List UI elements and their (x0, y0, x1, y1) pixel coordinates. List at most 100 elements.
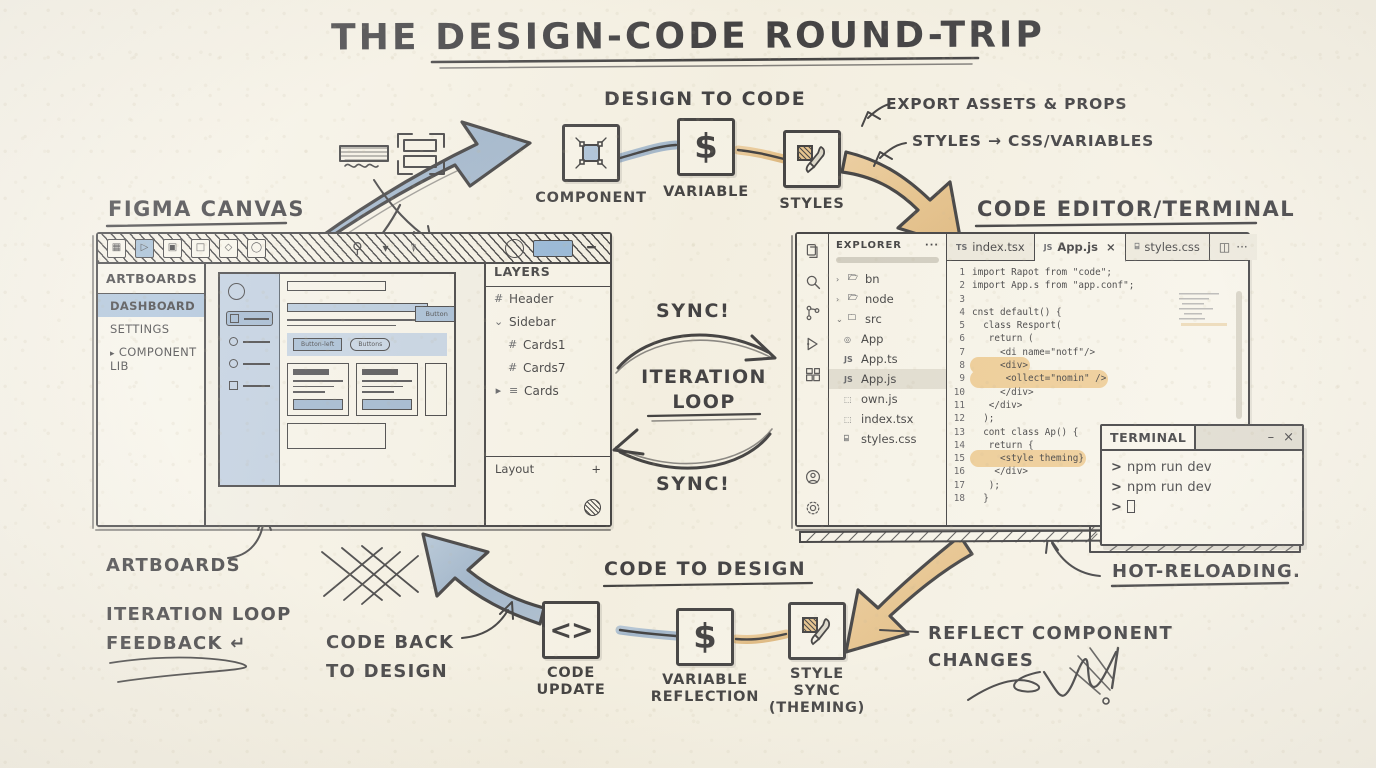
more-actions-icon[interactable]: ··· (1236, 240, 1248, 254)
color-swatch[interactable] (533, 239, 573, 257)
terminal-titlebar[interactable]: TERMINAL – × (1102, 426, 1302, 451)
figma-canvas-area[interactable]: Button-left Buttons Button (206, 264, 486, 525)
run-debug-icon[interactable] (805, 336, 821, 352)
line-number: 11 (953, 399, 965, 411)
terminal-title: TERMINAL (1110, 430, 1187, 445)
code-chevrons-icon: <> (549, 614, 593, 646)
cursor-tool-icon[interactable]: ▷ (135, 238, 154, 258)
node-component[interactable]: COMPONENT (535, 124, 646, 206)
file-item-own-js[interactable]: ⬚ own.js (829, 389, 946, 409)
node-styles[interactable]: STYLES (779, 130, 844, 212)
line-number: 12 (953, 413, 965, 425)
figma-toolbar[interactable]: ▦ ▷ ▣ □ ◇ ◯ ⚲ ▾ ⍒ ━ (98, 234, 610, 264)
file-item-app[interactable]: ◎ App (829, 329, 946, 349)
layer-item-cards[interactable]: ▸ ≡ Cards (486, 379, 610, 402)
more-actions-icon[interactable]: ··· (924, 240, 939, 251)
figma-canvas-window[interactable]: ▦ ▷ ▣ □ ◇ ◯ ⚲ ▾ ⍒ ━ ARTBOARDS DASHBOARD … (96, 232, 612, 527)
file-item-node[interactable]: › 🗁 node (829, 289, 946, 309)
frame-tool-icon[interactable]: ▦ (107, 238, 126, 258)
node-variable[interactable]: $ VARIABLE (663, 118, 748, 200)
layers-panel-title: LAYERS (486, 264, 610, 287)
minus-icon[interactable]: ━ (587, 240, 596, 256)
terminal-drag-area[interactable]: – × (1194, 426, 1302, 449)
close-icon[interactable]: × (1105, 240, 1116, 254)
terminal-output[interactable]: >npm run dev >npm run dev > (1102, 451, 1302, 525)
split-editor-icon[interactable]: ◫ (1218, 240, 1231, 254)
file-item-bn[interactable]: › 🗁 bn (829, 269, 946, 289)
minimize-icon[interactable]: – (1267, 430, 1275, 445)
close-icon[interactable]: × (1283, 430, 1294, 445)
resize-grip-icon[interactable] (584, 499, 601, 516)
tab-app-js[interactable]: JS App.js × (1034, 234, 1126, 262)
mockup-card-grid (287, 363, 447, 416)
gear-icon[interactable] (805, 500, 821, 516)
mockup-button-row: Button-left Buttons (287, 333, 447, 357)
layer-item-header[interactable]: # Header (486, 287, 610, 310)
tab-styles-css[interactable]: ⌸ styles.css (1125, 234, 1210, 260)
layer-item-sidebar[interactable]: ⌄ Sidebar (486, 310, 610, 333)
files-icon[interactable] (805, 243, 821, 259)
file-item-app-ts[interactable]: JS App.ts (829, 349, 946, 369)
extensions-icon[interactable] (805, 367, 821, 383)
layers-footer: Layout + (486, 456, 610, 481)
explorer-panel[interactable]: EXPLORER ··· › 🗁 bn › 🗁 node ⌄ 🗀 src ◎ A… (829, 234, 947, 525)
code-line: 12 ); (951, 412, 1248, 425)
activity-bar[interactable] (797, 234, 829, 525)
add-layout-button[interactable]: + (591, 462, 601, 476)
tab-index-tsx[interactable]: TS index.tsx (947, 234, 1035, 260)
editor-tabs[interactable]: TS index.tsx JS App.js × ⌸ styles.css ◫ … (947, 234, 1257, 262)
mockup-nav-item (226, 357, 273, 370)
layer-item-cards7[interactable]: # Cards7 (486, 356, 610, 379)
minimap[interactable] (1179, 291, 1231, 333)
title-underline (430, 56, 980, 64)
node-code-update[interactable]: <> CODE UPDATE (536, 601, 605, 698)
tab-label: index.tsx (972, 240, 1025, 254)
node-variable-reflection[interactable]: $ VARIABLE REFLECTION (651, 608, 758, 705)
dollar-sign-icon: $ (694, 127, 718, 167)
pen-tool-icon[interactable]: ◇ (219, 238, 238, 258)
mockup-footer-block (287, 422, 387, 449)
file-label: src (865, 312, 882, 326)
hand-tool-icon[interactable]: ⍒ (410, 241, 417, 255)
line-number: 5 (959, 320, 965, 332)
search-icon[interactable]: ⚲ (352, 238, 363, 257)
line-number: 14 (953, 439, 965, 451)
artboard-item-component-lib[interactable]: COMPONENT LIB (98, 340, 204, 377)
code-line: 17 ); (951, 479, 1248, 492)
mockup-nav-item (226, 311, 273, 326)
scrollbar[interactable] (1236, 291, 1242, 419)
file-type-icon: ◎ (844, 334, 851, 344)
layer-item-cards1[interactable]: # Cards1 (486, 333, 610, 356)
code-editor-window[interactable]: EXPLORER ··· › 🗁 bn › 🗁 node ⌄ 🗀 src ◎ A… (795, 232, 1257, 527)
node-style-sync[interactable]: STYLE SYNC (THEMING) (769, 602, 864, 716)
search-icon[interactable] (805, 274, 821, 290)
chevron-down-icon[interactable]: ▾ (382, 241, 389, 255)
file-item-src[interactable]: ⌄ 🗀 src (829, 309, 946, 329)
shape-tool-icon[interactable]: ◯ (247, 238, 266, 258)
code-line-highlighted: 9 <ollect="nomin" /> (951, 372, 1248, 386)
file-item-styles-css[interactable]: ⌸ styles.css (829, 429, 946, 449)
terminal-window[interactable]: TERMINAL – × >npm run dev >npm run dev > (1100, 424, 1304, 546)
file-item-app-js[interactable]: JS App.js (829, 369, 946, 389)
line-text: <di name="notf"/> (972, 346, 1096, 358)
file-label: styles.css (861, 432, 917, 446)
code-area[interactable]: TS index.tsx JS App.js × ⌸ styles.css ◫ … (947, 234, 1257, 525)
line-number: 2 (959, 280, 965, 292)
redacted-path-bar (836, 257, 939, 263)
scale-tool-icon[interactable]: ▣ (163, 238, 182, 258)
chevron-right-icon: › (836, 274, 840, 284)
file-type-icon: ⬚ (844, 414, 852, 424)
account-icon[interactable] (805, 469, 821, 485)
tab-actions[interactable]: ◫ ··· (1209, 234, 1257, 260)
artboard-item-settings[interactable]: SETTINGS (110, 322, 170, 336)
line-number: 17 (953, 479, 965, 491)
avatar-icon[interactable] (505, 238, 524, 258)
file-item-index-tsx[interactable]: ⬚ index.tsx (829, 409, 946, 429)
rectangle-tool-icon[interactable]: □ (191, 238, 210, 258)
artboard-item-dashboard[interactable]: DASHBOARD (98, 294, 204, 317)
wireframe-mockup[interactable]: Button-left Buttons Button (218, 272, 456, 487)
layers-panel: LAYERS # Header ⌄ Sidebar # Cards1 # Car… (486, 264, 610, 525)
line-number: 3 (959, 293, 965, 305)
source-control-icon[interactable] (805, 305, 821, 321)
